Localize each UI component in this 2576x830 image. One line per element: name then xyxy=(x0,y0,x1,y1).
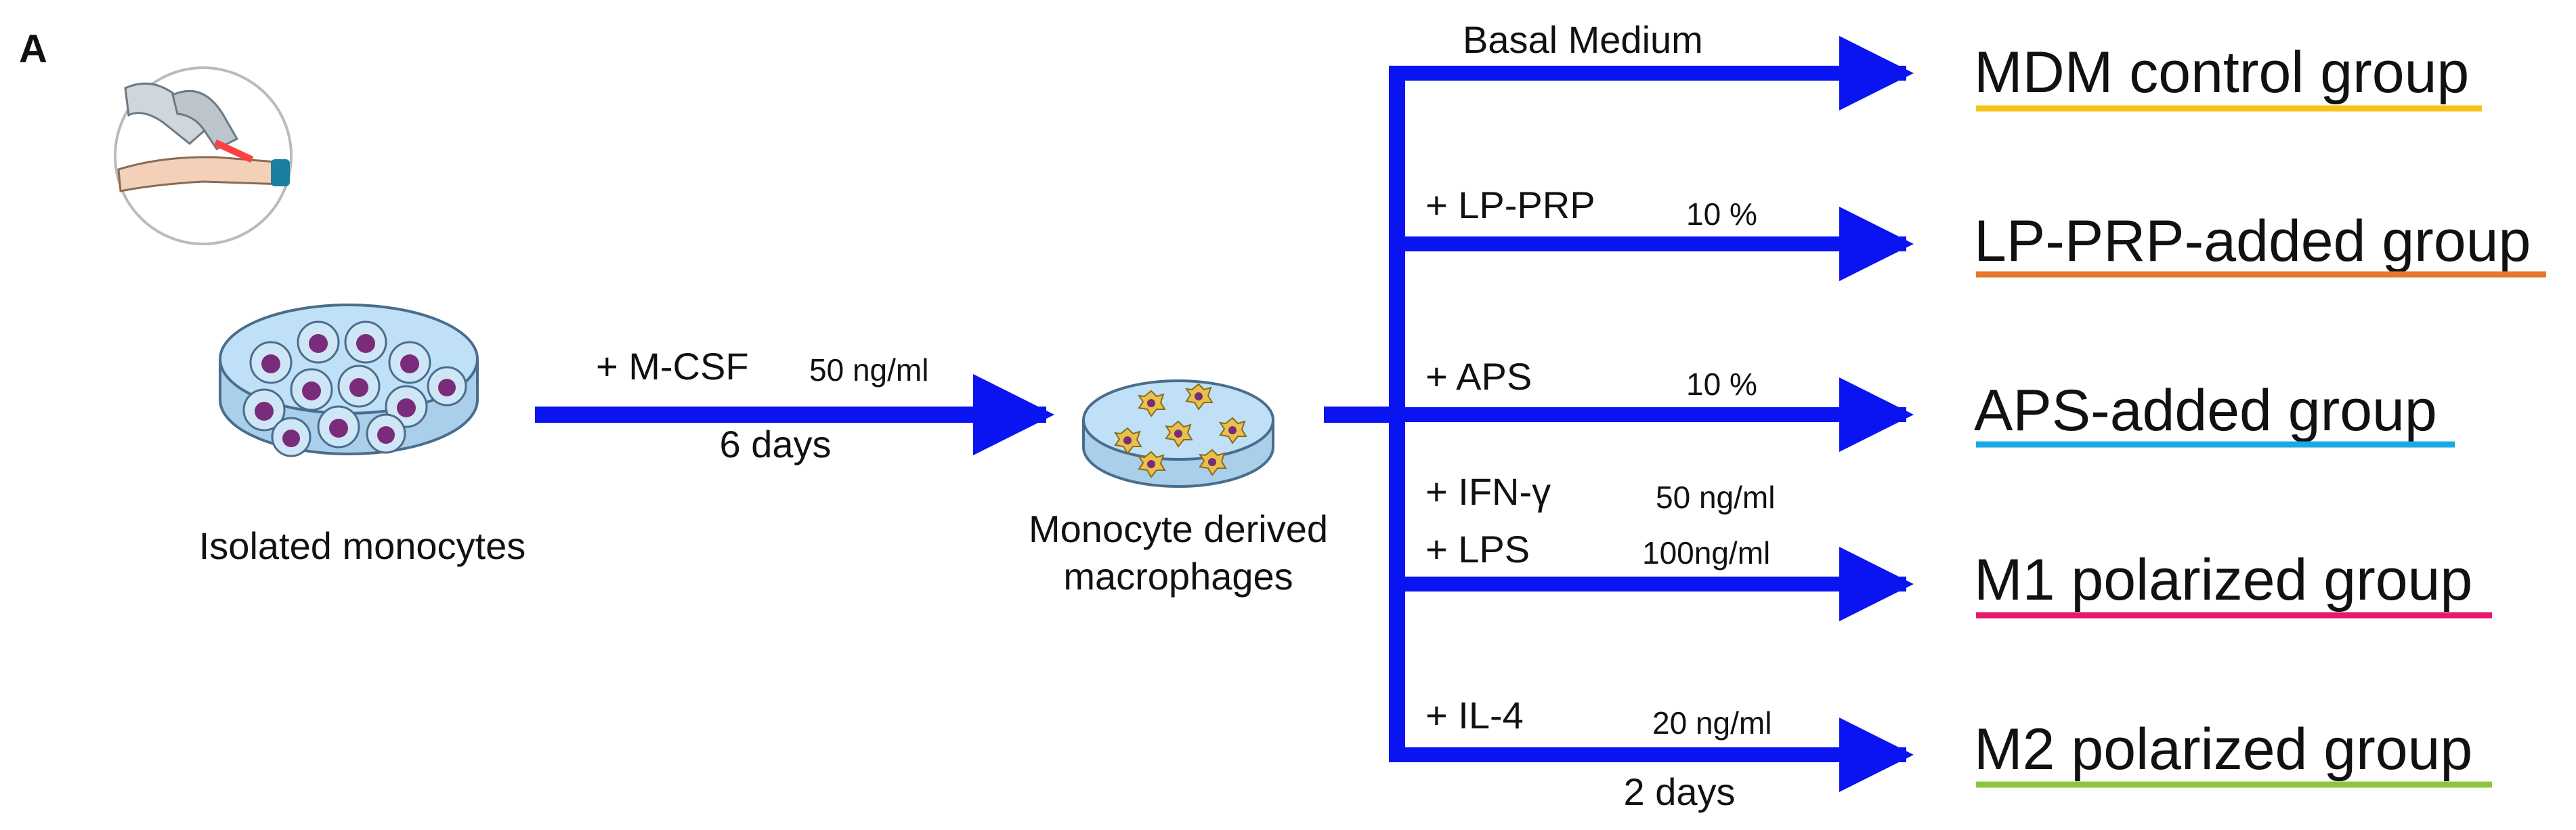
macrophage-dish-icon xyxy=(1082,379,1274,488)
isolated-monocytes-label: Isolated monocytes xyxy=(199,524,525,567)
concentration-aps: 10 % xyxy=(1686,367,1757,402)
treatment-ifn-gamma: + IFN-γ xyxy=(1425,470,1551,513)
group-label-m2: M2 polarized group xyxy=(1974,717,2472,782)
mcsf-concentration-label: 50 ng/ml xyxy=(809,352,928,388)
concentration-il-4: 20 ng/ml xyxy=(1652,705,1772,741)
mdm-label-line2: macrophages xyxy=(1063,555,1293,598)
concentration-lps: 100ng/ml xyxy=(1642,535,1770,570)
treatment-aps: + APS xyxy=(1425,355,1532,398)
mcsf-duration-label: 6 days xyxy=(720,423,832,465)
treatment-lp-prp: + LP-PRP xyxy=(1425,184,1595,226)
macrophage-cells xyxy=(1113,383,1247,478)
group-label-lp-prp: LP-PRP-added group xyxy=(1974,209,2531,274)
group-label-aps: APS-added group xyxy=(1974,378,2437,443)
group-label-mdm-control: MDM control group xyxy=(1974,40,2469,105)
blood-draw-icon xyxy=(114,66,293,245)
treatment-basal-medium: Basal Medium xyxy=(1463,18,1703,61)
treatment-il-4: + IL-4 xyxy=(1425,694,1524,736)
group-label-m1: M1 polarized group xyxy=(1974,547,2472,613)
monocyte-cells xyxy=(242,320,467,457)
mdm-label-line1: Monocyte derived xyxy=(1029,507,1328,550)
monocyte-dish-icon xyxy=(219,304,479,457)
panel-label: A xyxy=(19,27,47,71)
concentration-lp-prp: 10 % xyxy=(1686,196,1757,232)
branch-duration-label: 2 days xyxy=(1624,770,1736,813)
mcsf-treatment-label: + M-CSF xyxy=(596,345,749,388)
treatment-lps: + LPS xyxy=(1425,528,1530,570)
concentration-ifn-gamma: 50 ng/ml xyxy=(1656,480,1775,515)
